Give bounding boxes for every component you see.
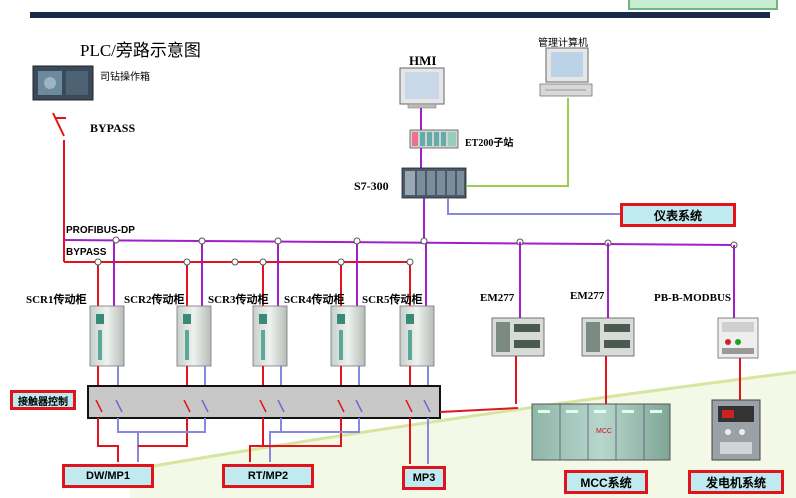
management-pc-icon bbox=[539, 47, 593, 97]
scr3-label: SCR3传动柜 bbox=[208, 294, 269, 306]
ethernet-link bbox=[466, 98, 569, 187]
bypass-bus-label: BYPASS bbox=[66, 247, 107, 258]
scr5-cabinet bbox=[399, 305, 435, 367]
bypass-link-operator bbox=[52, 112, 65, 262]
dw-mp1-box: DW/MP1 bbox=[62, 464, 154, 488]
contactor-switches bbox=[95, 399, 431, 413]
contactor-block bbox=[87, 385, 441, 419]
output-wiring bbox=[97, 418, 429, 464]
operator-box-label: 司钻操作箱 bbox=[100, 72, 150, 83]
pb-modbus-label: PB-B-MODBUS bbox=[654, 292, 731, 304]
operator-box-image bbox=[32, 65, 94, 101]
mp3-box: MP3 bbox=[402, 466, 446, 490]
bypass-top-label: BYPASS bbox=[90, 121, 136, 135]
mcc-panel-label: MCC bbox=[596, 428, 612, 435]
mcc-cabinet bbox=[531, 403, 671, 461]
et200-module bbox=[409, 129, 459, 149]
scr4-label: SCR4传动柜 bbox=[284, 294, 345, 306]
profibus-dp-bus bbox=[63, 198, 735, 246]
em277-2-label: EM277 bbox=[570, 290, 605, 302]
rt-mp2-box: RT/MP2 bbox=[222, 464, 314, 488]
instrument-link bbox=[447, 198, 622, 215]
scr1-cabinet bbox=[89, 305, 125, 367]
et200-label: ET200子站 bbox=[465, 138, 514, 149]
scr2-cabinet bbox=[176, 305, 212, 367]
background-swoosh-line bbox=[129, 370, 796, 472]
contactor-control-box: 接触器控制 bbox=[10, 390, 76, 410]
mgmt-pc-label: 管理计算机 bbox=[538, 38, 588, 49]
em277-1-label: EM277 bbox=[480, 292, 515, 304]
s7300-label: S7-300 bbox=[354, 179, 389, 193]
generator-panel bbox=[711, 399, 761, 461]
em277-1-module bbox=[491, 317, 545, 357]
contactor-mcc-link bbox=[439, 407, 519, 413]
em277-2-module bbox=[581, 317, 635, 357]
pb-modbus-module bbox=[717, 317, 759, 359]
hmi-label: HMI bbox=[409, 53, 437, 68]
scr1-label: SCR1传动柜 bbox=[26, 294, 87, 306]
instrument-system-box: 仪表系统 bbox=[620, 203, 736, 227]
generator-system-box: 发电机系统 bbox=[688, 470, 784, 494]
scr5-label: SCR5传动柜 bbox=[362, 294, 423, 306]
header-button[interactable] bbox=[628, 0, 778, 10]
page-title: PLC/旁路示意图 bbox=[80, 41, 201, 60]
scr3-cabinet bbox=[252, 305, 288, 367]
hmi-monitor-icon bbox=[399, 67, 445, 109]
scr4-cabinet bbox=[330, 305, 366, 367]
header-bar bbox=[30, 12, 770, 18]
scr2-label: SCR2传动柜 bbox=[124, 294, 185, 306]
s7-300-plc bbox=[401, 167, 467, 199]
profibus-label: PROFIBUS-DP bbox=[66, 225, 135, 236]
mcc-system-box: MCC系统 bbox=[564, 470, 648, 494]
